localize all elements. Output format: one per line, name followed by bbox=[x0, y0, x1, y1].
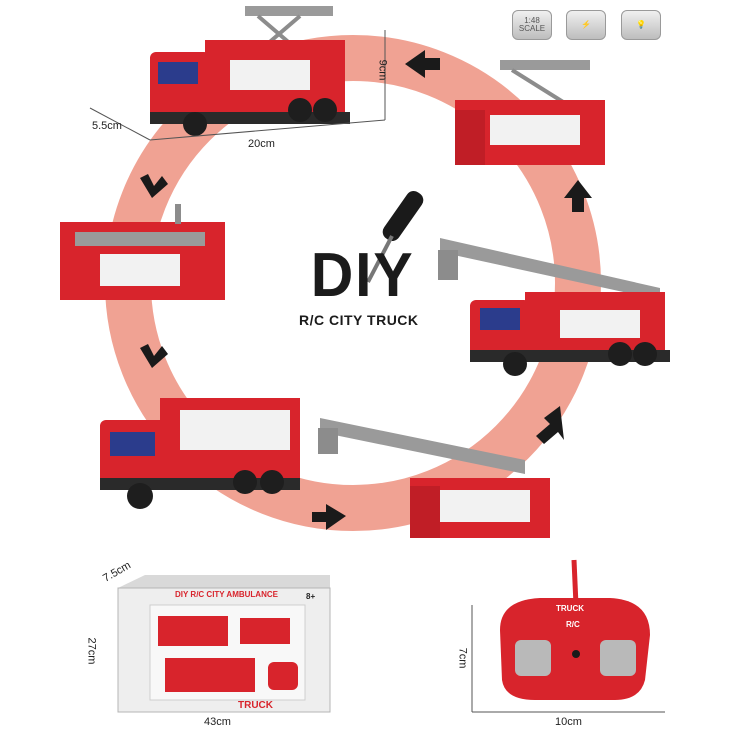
arrow-right-bottom bbox=[312, 504, 346, 530]
package-header: DIY R/C CITY AMBULANCE bbox=[175, 590, 278, 599]
arrow-up-right bbox=[564, 180, 592, 212]
cycle-arrows bbox=[140, 50, 592, 530]
module-ladder-tank bbox=[60, 204, 225, 300]
remote-control bbox=[500, 559, 650, 700]
remote-label-mid: R/C bbox=[566, 620, 580, 629]
dim-truck-width: 5.5cm bbox=[92, 120, 122, 132]
package-age: 8+ bbox=[306, 592, 316, 601]
lightning-badge: ⚡ bbox=[566, 10, 606, 40]
scale-badge: 1:48 SCALE bbox=[512, 10, 552, 40]
light-badge: 💡 bbox=[621, 10, 661, 40]
dim-truck-length: 20cm bbox=[248, 138, 275, 150]
arrow-left-top bbox=[405, 50, 440, 78]
screwdriver-icon bbox=[366, 191, 424, 283]
dim-truck-height: 9cm bbox=[376, 59, 389, 81]
truck-ladder bbox=[438, 238, 670, 376]
dim-remote-width: 10cm bbox=[555, 716, 582, 728]
remote-label-top: TRUCK bbox=[556, 604, 584, 613]
dim-remote-height: 7cm bbox=[456, 647, 469, 669]
rc-city-truck-title: R/C CITY TRUCK bbox=[299, 312, 419, 328]
arrow-down-left-1 bbox=[140, 174, 168, 198]
module-ladder bbox=[318, 418, 550, 538]
truck-scissor-lift bbox=[150, 6, 350, 136]
arrow-down-left-2 bbox=[140, 344, 168, 368]
truck-tank bbox=[100, 398, 300, 509]
dim-box-width: 43cm bbox=[204, 716, 231, 728]
dim-box-height: 27cm bbox=[85, 637, 98, 665]
arrow-up-right-2 bbox=[536, 406, 564, 444]
package-footer: TRUCK bbox=[238, 700, 273, 711]
diy-logo: DIY bbox=[310, 241, 415, 310]
module-scissor-lift bbox=[455, 60, 605, 165]
package-box bbox=[117, 575, 331, 713]
